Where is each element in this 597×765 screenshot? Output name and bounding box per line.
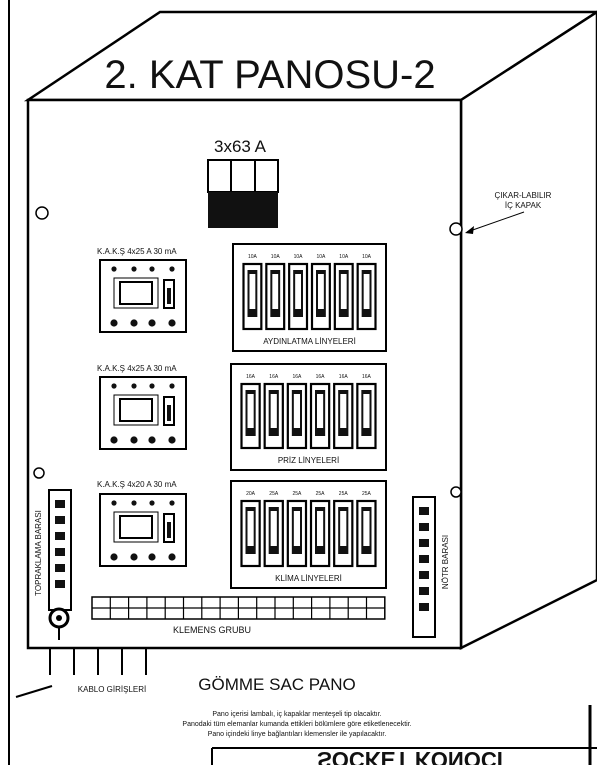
rcd-label-3: K.A.K.Ş 4x20 A 30 mA — [97, 480, 177, 489]
mcb-rating-label: 10A — [248, 254, 258, 260]
mcb-group-label: AYDINLATMA LİNYELERİ — [263, 337, 356, 346]
mcb-breaker — [333, 382, 354, 450]
mcb-rating-label: 25A — [292, 491, 302, 497]
mcb-rating-label: 25A — [269, 491, 279, 497]
note-line-1: Pano içerisi lambalı, iç kapaklar menteş… — [212, 711, 381, 718]
mcb-breaker — [356, 499, 377, 568]
removable-cover-callout: ÇIKAR-LABILIR İÇ KAPAK — [465, 191, 552, 234]
mcb-rating-label: 16A — [316, 374, 326, 380]
screw-hole-lower-right — [450, 486, 462, 498]
mcb-breaker — [288, 262, 309, 331]
terminal-block-label: KLEMENS GRUBU — [173, 625, 251, 635]
mcb-breaker — [263, 382, 284, 450]
mcb-group-label: PRİZ LİNYELERİ — [278, 456, 339, 465]
mcb-rating-label: 10A — [339, 254, 349, 260]
mcb-rating-label: 25A — [362, 491, 372, 497]
terminal-block — [91, 596, 386, 620]
subtitle: GÖMME SAC PANO — [198, 675, 355, 694]
rcd-device — [99, 376, 187, 450]
mcb-rating-label: 16A — [246, 374, 256, 380]
earth-bar — [48, 489, 72, 640]
mcb-rating-label: 10A — [316, 254, 326, 260]
mcb-breaker — [286, 499, 308, 568]
cable-entries-label: KABLO GİRİŞLERİ — [78, 685, 146, 694]
neutral-bar — [412, 496, 436, 638]
mcb-breaker — [265, 262, 286, 331]
rcd-devices — [99, 259, 187, 567]
mcb-rating-label: 16A — [269, 374, 279, 380]
mcb-rating-label: 25A — [316, 491, 326, 497]
screw-hole-left — [35, 206, 49, 220]
mcb-breaker — [333, 499, 354, 568]
mcb-rating-label: 10A — [362, 254, 372, 260]
mcb-breaker — [242, 262, 263, 331]
main-breaker: 3x63 A — [207, 137, 279, 228]
mcb-group: 16A 16A 16A 16A 16A 16A PRİZ LİNYELERİ — [230, 363, 387, 471]
mcb-rating-label: 10A — [271, 254, 281, 260]
rcd-device — [99, 259, 187, 333]
mcb-groups: 10A 10A 10A 10A 10A 10A AYDINLATMA LİNYELERİ 16… — [230, 243, 387, 589]
mcb-group: 10A 10A 10A 10A 10A 10A AYDINLATMA LİNYELERİ — [232, 243, 387, 352]
main-breaker-label: 3x63 A — [214, 137, 267, 156]
mcb-group-label: KLİMA LİNYELERİ — [275, 574, 342, 583]
screw-hole-right — [449, 222, 463, 236]
mcb-breaker — [240, 499, 261, 568]
cable-entries — [15, 648, 147, 698]
earth-bar-label: TOPRAKLAMA BARASI — [34, 510, 43, 596]
panel-title: 2. KAT PANOSU-2 — [104, 53, 435, 97]
note-line-3: Pano içindeki linye bağlantıları klemens… — [208, 731, 387, 738]
removable-cover-label-1: ÇIKAR-LABILIR — [495, 191, 552, 200]
mcb-breaker — [356, 382, 377, 450]
rcd-device — [99, 493, 187, 567]
rcd-label-2: K.A.K.Ş 4x25 A 30 mA — [97, 364, 177, 373]
note-line-2: Panodaki tüm elemanlar kumanda ettikleri… — [182, 721, 411, 728]
mcb-breaker — [286, 382, 308, 450]
screw-hole-lower-left — [33, 467, 45, 479]
mcb-breaker — [309, 382, 331, 450]
mcb-breaker — [309, 499, 331, 568]
mcb-rating-label: 20A — [246, 491, 256, 497]
mcb-rating-label: 10A — [294, 254, 304, 260]
footer-cut-text: SOCKET KONOCI — [317, 747, 503, 765]
mcb-rating-label: 16A — [339, 374, 349, 380]
mcb-breaker — [310, 262, 331, 331]
mcb-breaker — [240, 382, 261, 450]
mcb-breaker — [356, 262, 377, 331]
mcb-rating-label: 25A — [339, 491, 349, 497]
mcb-breaker — [263, 499, 284, 568]
mcb-rating-label: 16A — [292, 374, 302, 380]
removable-cover-label-2: İÇ KAPAK — [505, 201, 542, 210]
mcb-group: 20A 25A 25A 25A 25A 25A KLİMA LİNYELERİ — [230, 480, 387, 589]
neutral-bar-label: NÖTR BARASI — [441, 535, 450, 589]
rcd-label-1: K.A.K.Ş 4x25 A 30 mA — [97, 247, 177, 256]
mcb-rating-label: 16A — [362, 374, 372, 380]
mcb-breaker — [333, 262, 354, 331]
